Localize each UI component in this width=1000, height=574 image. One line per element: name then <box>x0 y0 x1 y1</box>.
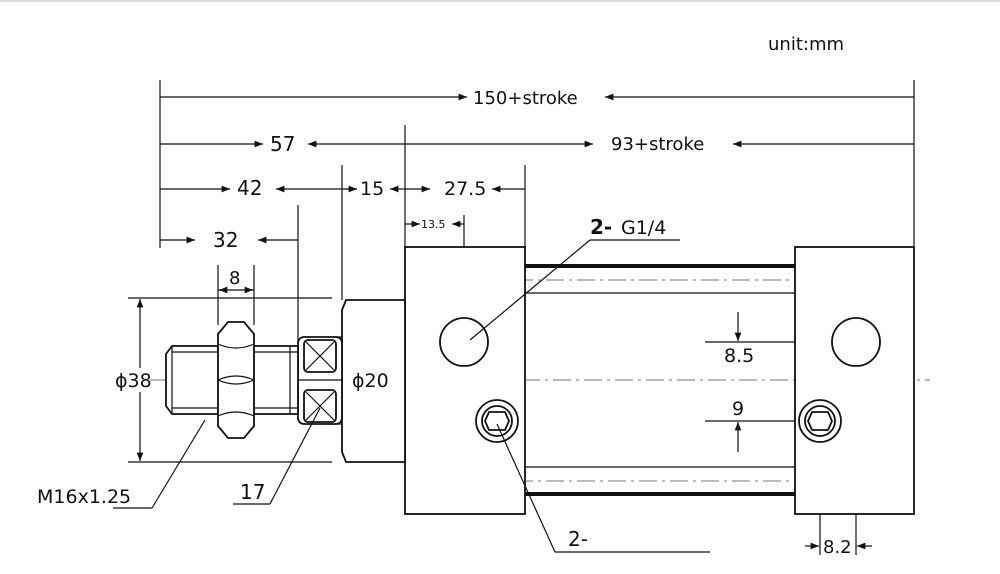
port-hole-front <box>439 317 489 367</box>
dim-phi38: ϕ38 <box>115 370 152 392</box>
front-cover <box>404 246 526 515</box>
dim-27-5: 27.5 <box>444 178 486 200</box>
dim-body-93: 93+stroke <box>611 134 704 155</box>
leader-lines <box>113 239 710 553</box>
thread-callout: M16x1.25 <box>37 486 131 508</box>
dim-15: 15 <box>360 178 384 200</box>
dim-phi20: ϕ20 <box>352 370 389 392</box>
dim-9: 9 <box>732 398 744 420</box>
wrench-callout: 17 <box>240 480 265 504</box>
port-hole-rear <box>831 317 881 367</box>
rod-wrench-flats <box>297 336 343 425</box>
socket-bolt-rear <box>798 399 842 443</box>
port-callout-thread: G1/4 <box>621 217 666 239</box>
hex-nut <box>217 321 255 439</box>
dim-8-2: 8.2 <box>823 537 852 558</box>
dim-42: 42 <box>237 176 262 200</box>
rod-bushing <box>341 299 406 463</box>
dim-32: 32 <box>213 228 238 252</box>
port-callout-prefix: 2- <box>590 215 612 239</box>
dimension-lines <box>136 93 914 550</box>
unit-label: unit:mm <box>768 34 844 55</box>
dim-overall-length: 150+stroke <box>473 88 578 109</box>
dim-13-5: 13.5 <box>421 218 446 231</box>
dim-8: 8 <box>229 268 240 289</box>
bolt-callout-prefix: 2- <box>568 527 588 551</box>
cylinder-tube <box>525 264 795 496</box>
rear-cover <box>794 246 915 515</box>
dim-8-5: 8.5 <box>724 345 754 367</box>
socket-bolt-front <box>475 399 519 443</box>
dim-rod-side-57: 57 <box>270 132 295 156</box>
